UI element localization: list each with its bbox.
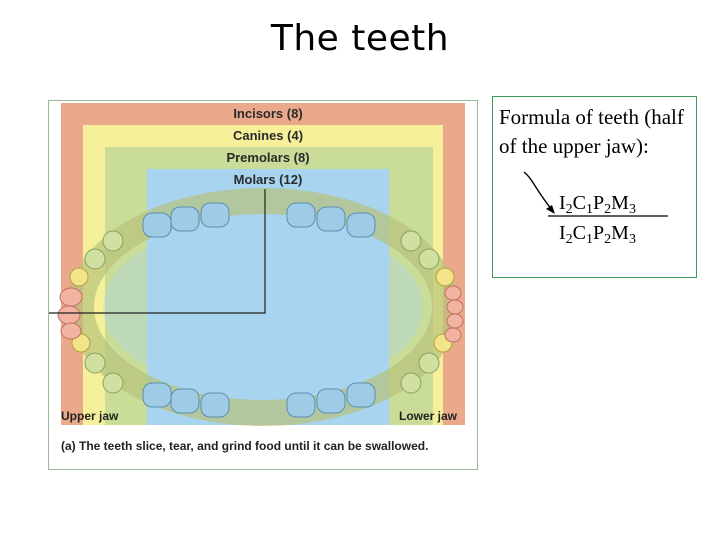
tooth bbox=[435, 267, 455, 287]
canines bbox=[69, 267, 455, 353]
formula-upper-c-num: 1 bbox=[586, 202, 594, 217]
formula-upper: I2C1P2M3 bbox=[559, 192, 636, 218]
tooth bbox=[444, 327, 462, 343]
premolars bbox=[84, 230, 440, 394]
formula-lower-m-num: 3 bbox=[628, 232, 636, 247]
tooth bbox=[446, 299, 464, 315]
caption-prefix: (a) bbox=[61, 439, 76, 453]
tooth bbox=[286, 202, 316, 228]
tooth bbox=[59, 287, 83, 307]
formula-upper-p: P bbox=[593, 192, 605, 214]
lower-right-molars bbox=[286, 382, 376, 418]
formula-upper-i: I bbox=[559, 192, 566, 214]
slide-title: The teeth bbox=[270, 18, 450, 59]
formula-upper-p-num: 2 bbox=[604, 202, 612, 217]
tooth bbox=[418, 352, 440, 374]
tooth bbox=[200, 202, 230, 228]
tooth bbox=[400, 230, 422, 252]
tooth bbox=[102, 372, 124, 394]
tooth bbox=[170, 206, 200, 232]
formula-lower-c: C bbox=[572, 222, 587, 244]
teeth-diagram bbox=[49, 103, 465, 426]
teeth-figure: Incisors (8) Canines (4) Premolars (8) M… bbox=[48, 100, 478, 470]
tooth bbox=[84, 248, 106, 270]
band-label-incisors: Incisors (8) bbox=[233, 106, 303, 121]
figure-caption: (a) The teeth slice, tear, and grind foo… bbox=[61, 439, 471, 454]
upper-right-molars bbox=[286, 202, 376, 238]
annotation-line bbox=[49, 189, 266, 314]
upper-left-molars bbox=[142, 202, 230, 238]
tooth bbox=[346, 382, 376, 408]
tooth bbox=[400, 372, 422, 394]
formula-lower-m: M bbox=[611, 222, 629, 244]
formula-lower-p: P bbox=[593, 222, 605, 244]
formula-lower: I2C1P2M3 bbox=[559, 222, 636, 248]
formula-lower-c-num: 1 bbox=[586, 232, 594, 247]
upper-jaw-label: Upper jaw bbox=[61, 409, 119, 423]
tooth bbox=[446, 313, 464, 329]
caption-text: The teeth slice, tear, and grind food un… bbox=[79, 439, 429, 453]
lower-left-molars bbox=[142, 382, 230, 418]
tooth bbox=[84, 352, 106, 374]
incisors bbox=[57, 285, 464, 343]
tooth bbox=[102, 230, 124, 252]
formula-upper-i-num: 2 bbox=[565, 202, 573, 217]
tooth bbox=[142, 382, 172, 408]
tooth bbox=[57, 305, 81, 325]
formula-lower-i-num: 2 bbox=[565, 232, 573, 247]
tooth bbox=[444, 285, 462, 301]
band-label-canines: Canines (4) bbox=[232, 128, 304, 143]
tooth bbox=[286, 392, 316, 418]
tooth bbox=[69, 267, 89, 287]
palate bbox=[103, 221, 423, 393]
tooth bbox=[142, 212, 172, 238]
formula-lower-i: I bbox=[559, 222, 566, 244]
formula-box: Formula of teeth (half of the upper jaw)… bbox=[492, 96, 697, 278]
formula-description: Formula of teeth (half of the upper jaw)… bbox=[499, 105, 684, 158]
band-label-molars: Molars (12) bbox=[233, 172, 303, 187]
tooth bbox=[71, 333, 91, 353]
formula-upper-m-num: 3 bbox=[628, 202, 636, 217]
gum-arch bbox=[68, 188, 458, 426]
formula-upper-m: M bbox=[611, 192, 629, 214]
lower-jaw-label: Lower jaw bbox=[399, 409, 458, 423]
formula-upper-c: C bbox=[572, 192, 587, 214]
tooth bbox=[200, 392, 230, 418]
formula-lower-p-num: 2 bbox=[604, 232, 612, 247]
tooth bbox=[418, 248, 440, 270]
tooth bbox=[316, 206, 346, 232]
tooth bbox=[316, 388, 346, 414]
band-label-premolars: Premolars (8) bbox=[226, 150, 310, 165]
tooth bbox=[170, 388, 200, 414]
tooth bbox=[346, 212, 376, 238]
tooth bbox=[60, 322, 82, 340]
